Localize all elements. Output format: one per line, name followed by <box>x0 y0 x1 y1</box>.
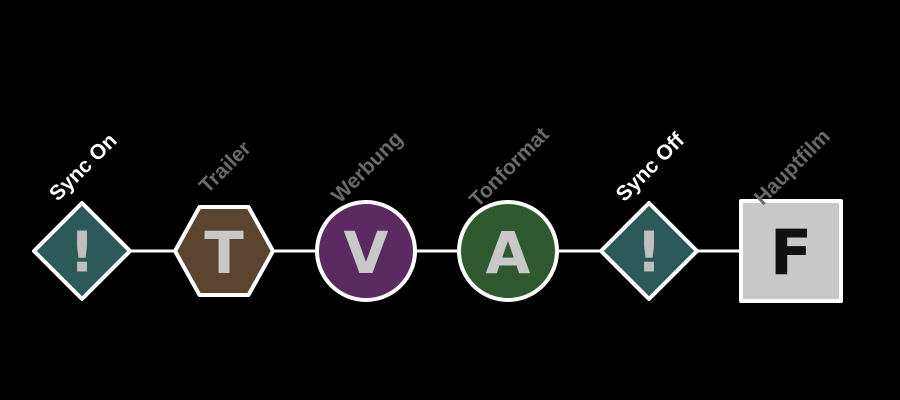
advertising-circle-icon <box>315 200 417 302</box>
exclamation-diamond-icon <box>32 201 132 301</box>
timeline-step-3[interactable]: V Werbung <box>315 127 417 302</box>
step-glyph: T <box>204 219 244 287</box>
step-label: Tonformat <box>465 123 554 212</box>
step-label: Werbung <box>327 127 407 207</box>
exclamation-diamond-icon <box>599 201 699 301</box>
step-glyph: V <box>344 219 389 287</box>
timeline-step-1[interactable]: ! Sync On <box>32 129 132 301</box>
trailer-hexagon-icon <box>173 205 275 297</box>
step-glyph: A <box>486 219 531 287</box>
step-glyph: ! <box>69 221 95 286</box>
timeline-step-4[interactable]: A Tonformat <box>457 123 559 302</box>
step-label: Sync Off <box>612 128 690 206</box>
step-label: Trailer <box>195 137 256 198</box>
audio-format-circle-icon <box>457 200 559 302</box>
step-glyph: ! <box>636 221 662 286</box>
timeline-step-5[interactable]: ! Sync Off <box>599 128 699 301</box>
step-label: Hauptfilm <box>750 125 835 210</box>
step-label: Sync On <box>45 129 122 206</box>
feature-film-square-icon <box>739 199 843 303</box>
step-glyph: F <box>770 217 812 290</box>
timeline-step-2[interactable]: T Trailer <box>173 137 275 297</box>
